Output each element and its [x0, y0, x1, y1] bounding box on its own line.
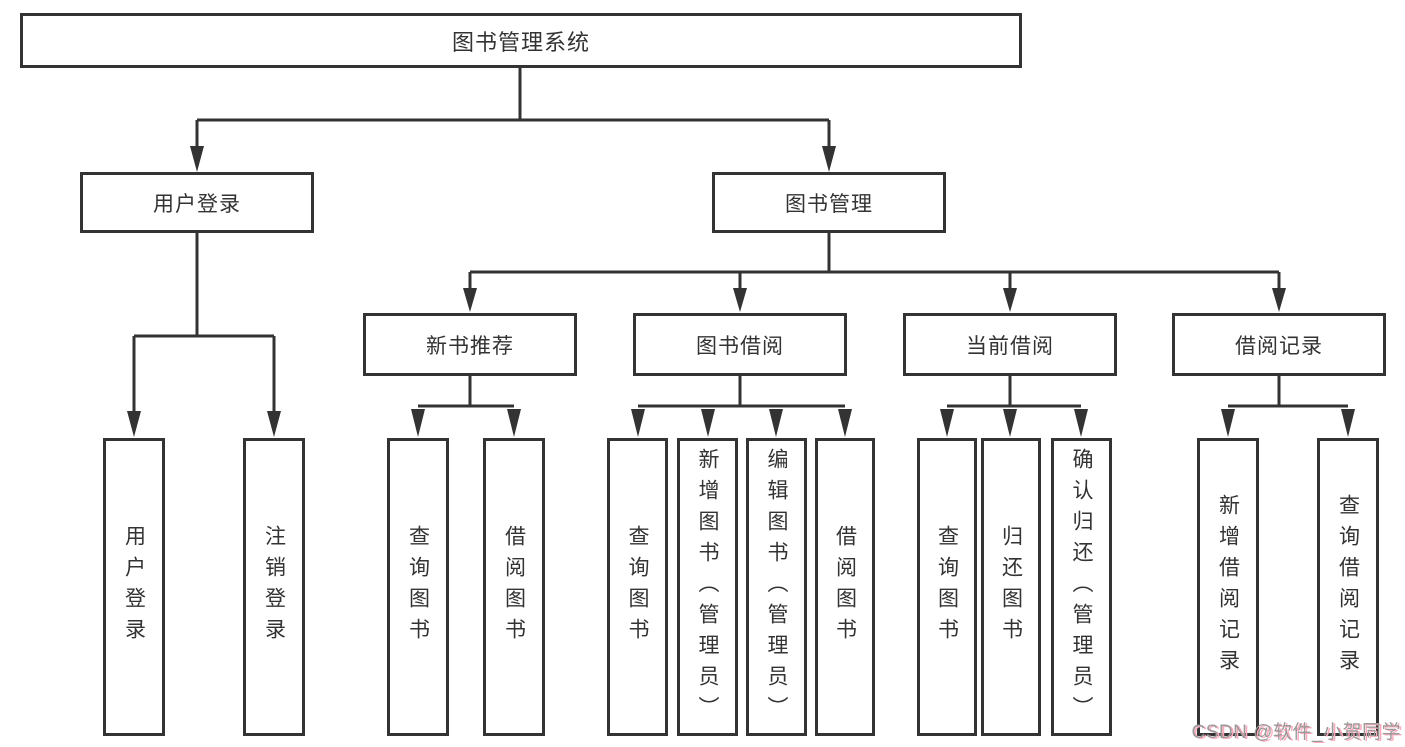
leaf-user-login: 用户登录: [103, 438, 165, 736]
node-borrow-record: 借阅记录: [1172, 313, 1386, 376]
node-new-book-recommend: 新书推荐: [363, 313, 577, 376]
leaf-query-books-recommend: 查询图书: [387, 438, 449, 736]
leaf-return-books: 归还图书: [981, 438, 1041, 736]
leaf-borrow-books-recommend: 借阅图书: [483, 438, 545, 736]
leaf-add-borrow-record: 新增借阅记录: [1197, 438, 1259, 736]
leaf-query-borrow-record: 查询借阅记录: [1317, 438, 1379, 736]
node-root-system: 图书管理系统: [20, 13, 1022, 68]
leaf-borrow-books: 借阅图书: [815, 438, 875, 736]
csdn-watermark: CSDN @软件_小贺同学: [1191, 722, 1401, 743]
leaf-query-books-current: 查询图书: [917, 438, 977, 736]
node-current-borrow: 当前借阅: [903, 313, 1117, 376]
leaf-add-books-admin: 新增图书（管理员）: [677, 438, 738, 736]
leaf-query-books-borrow: 查询图书: [607, 438, 668, 736]
node-book-management: 图书管理: [712, 172, 946, 233]
node-user-login: 用户登录: [80, 172, 314, 233]
leaf-logout: 注销登录: [243, 438, 305, 736]
leaf-confirm-return-admin: 确认归还（管理员）: [1051, 438, 1112, 736]
arrowheads: [127, 146, 1355, 437]
leaf-edit-books-admin: 编辑图书（管理员）: [746, 438, 807, 736]
node-book-borrow: 图书借阅: [633, 313, 847, 376]
